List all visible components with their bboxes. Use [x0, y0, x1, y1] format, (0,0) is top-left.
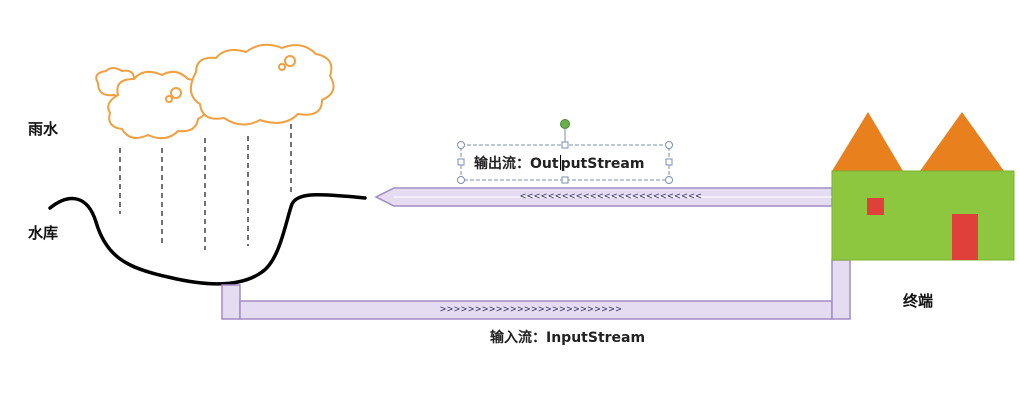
reservoir-label: 水库: [28, 224, 59, 242]
input-stream-label: 输入流：InputStream: [490, 330, 646, 346]
resize-handle[interactable]: [665, 158, 673, 166]
resize-handle[interactable]: [457, 176, 465, 184]
resize-handle[interactable]: [561, 176, 569, 184]
reservoir-basin: [48, 192, 367, 286]
resize-handle[interactable]: [665, 141, 673, 149]
resize-handle[interactable]: [457, 141, 465, 149]
text-selection-box[interactable]: [457, 119, 673, 184]
house-icon: [831, 112, 1015, 261]
output-direction-arrows: <<<<<<<<<<<<<<<<<<<<<<<<<<: [520, 191, 703, 202]
rain-drops: [119, 124, 292, 250]
output-label-text-a: 输出流：Out: [474, 156, 559, 172]
rotate-handle[interactable]: [560, 119, 570, 129]
cloud-icon: [95, 43, 335, 140]
input-direction-arrows: >>>>>>>>>>>>>>>>>>>>>>>>>>: [440, 304, 623, 315]
output-label-text-b: putStream: [560, 156, 645, 172]
resize-handle[interactable]: [457, 158, 465, 166]
resize-handle[interactable]: [561, 141, 569, 149]
rain-label: 雨水: [28, 120, 59, 138]
house-door: [952, 214, 978, 260]
text-cursor: [559, 155, 561, 170]
terminal-label: 终端: [903, 292, 934, 310]
house-window: [867, 198, 884, 215]
resize-handle[interactable]: [665, 176, 673, 184]
input-pipe: [221, 259, 851, 320]
